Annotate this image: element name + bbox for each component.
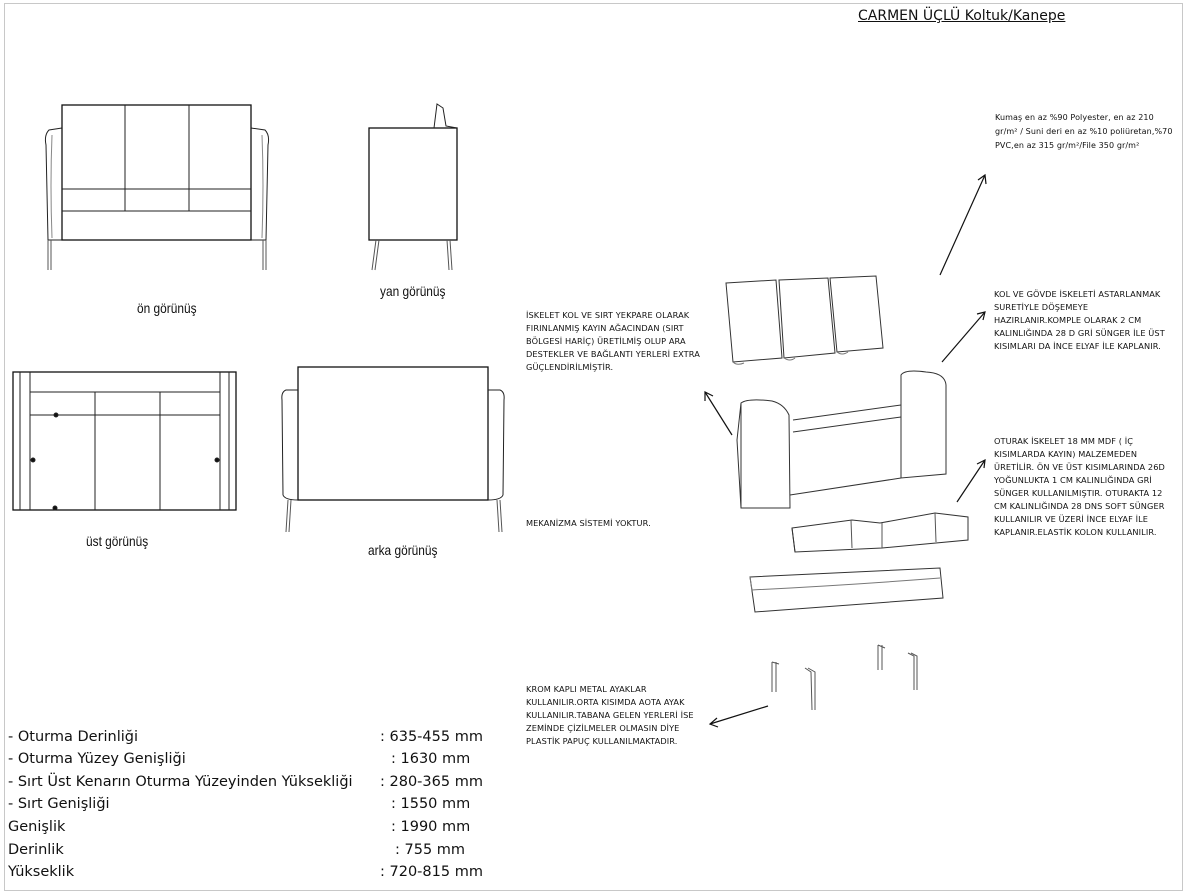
spec-label: Derinlik: [8, 842, 64, 858]
spec-label: - Oturma Derinliği: [8, 729, 139, 745]
spec-value: : 280-365 mm: [380, 774, 483, 790]
back-view-drawing: [281, 366, 505, 533]
spec-label: Yükseklik: [8, 864, 75, 880]
front-view-label: ön görünüş: [137, 300, 197, 316]
drawing-title: CARMEN ÜÇLÜ Koltuk/Kanepe: [858, 8, 1066, 24]
frame-note: İSKELET KOL VE SIRT YEKPARE OLARAK FIRIN…: [526, 310, 700, 372]
front-view-drawing: [44, 104, 270, 270]
spec-label: - Sırt Genişliği: [8, 796, 110, 812]
side-view-drawing: [368, 103, 458, 271]
spec-value: : 755 mm: [395, 842, 466, 858]
spec-value: : 635-455 mm: [380, 729, 483, 745]
spec-label: Genişlik: [8, 819, 66, 835]
callout-arrows: [704, 173, 987, 728]
exploded-view-drawing: [725, 275, 969, 711]
side-view-label: yan görünüş: [380, 283, 446, 299]
lining-note: KOL VE GÖVDE İSKELETİ ASTARLANMAK SURETİ…: [994, 289, 1165, 351]
top-view-label: üst görünüş: [86, 533, 149, 549]
fabric-note: Kumaş en az %90 Polyester, en az 210 gr/…: [995, 113, 1173, 150]
drawing-frame: [4, 3, 1183, 891]
spec-value: : 720-815 mm: [380, 864, 483, 880]
back-view-label: arka görünüş: [368, 542, 438, 558]
spec-value: : 1630 mm: [391, 751, 471, 767]
legs-note: KROM KAPLI METAL AYAKLAR KULLANILIR.ORTA…: [526, 684, 694, 746]
spec-label: - Sırt Üst Kenarın Oturma Yüzeyinden Yük…: [8, 774, 353, 790]
spec-value: : 1990 mm: [391, 819, 471, 835]
top-view-drawing: [12, 371, 237, 511]
mechanism-note: MEKANİZMA SİSTEMİ YOKTUR.: [526, 518, 651, 528]
spec-value: : 1550 mm: [391, 796, 471, 812]
spec-label: - Oturma Yüzey Genişliği: [8, 751, 186, 767]
seat-note: OTURAK İSKELET 18 MM MDF ( İÇ KISIMLARDA…: [994, 436, 1165, 537]
